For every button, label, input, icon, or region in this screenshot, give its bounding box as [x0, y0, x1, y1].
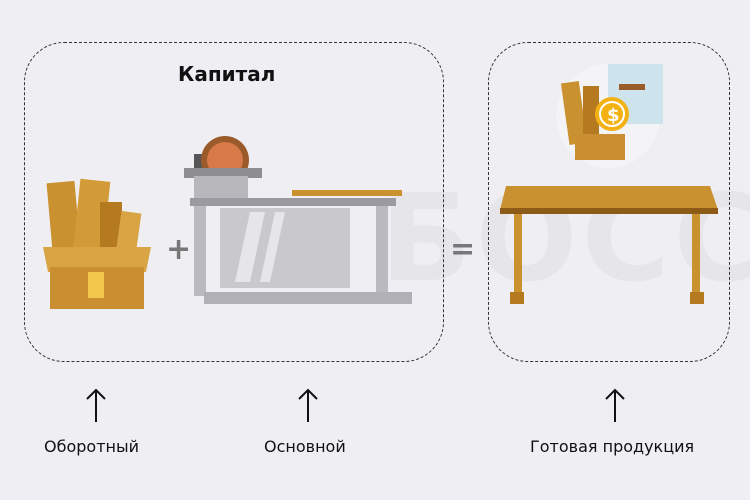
capital-group-box: [24, 42, 444, 362]
plus-sign: +: [166, 232, 192, 267]
up-arrow-icon: [86, 388, 106, 422]
wood-box-icon: [43, 178, 151, 309]
label-fixed-capital: Основной: [264, 437, 346, 456]
saw-table-icon: [184, 136, 412, 304]
capital-title: Капитал: [178, 62, 276, 86]
label-working-capital: Оборотный: [44, 437, 140, 456]
up-arrow-icon: [605, 388, 625, 422]
svg-text:$: $: [607, 105, 620, 126]
equals-sign: =: [450, 232, 476, 267]
money-coin-icon: $: [556, 64, 663, 168]
label-finished-product: Готовая продукция: [530, 437, 695, 456]
up-arrow-icon: [298, 388, 318, 422]
table-icon: [500, 186, 718, 304]
product-group-box: [488, 42, 730, 362]
